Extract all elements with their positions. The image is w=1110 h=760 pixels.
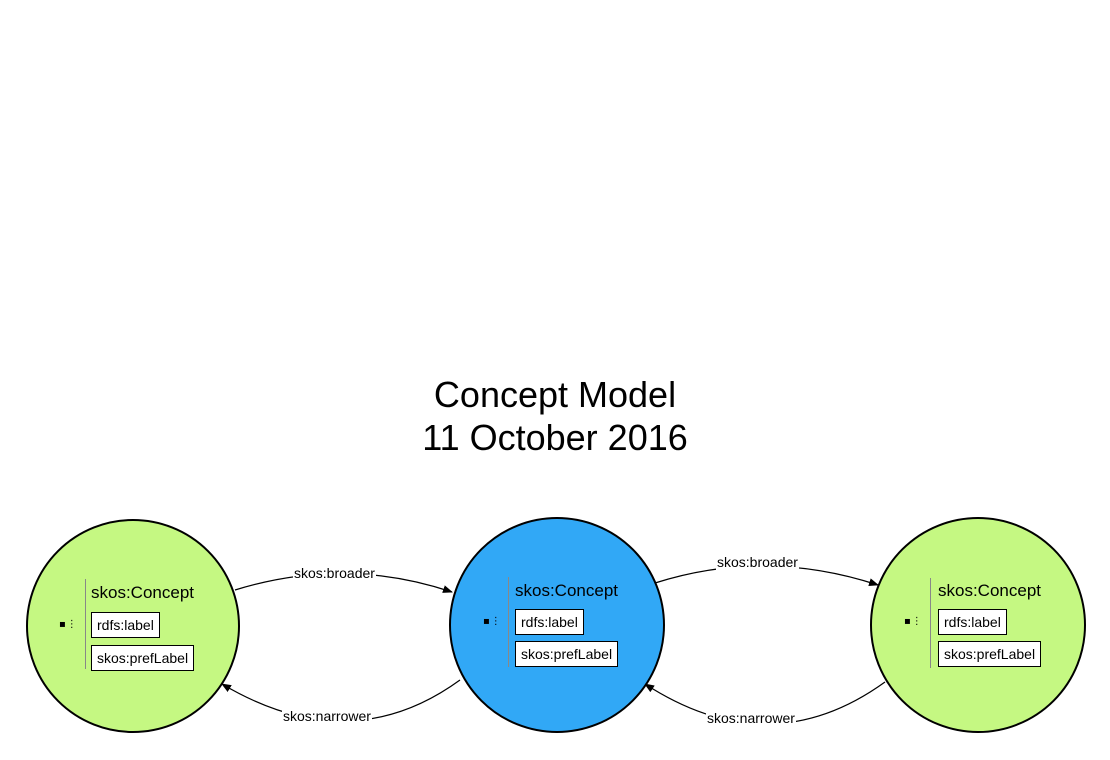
expand-handle-icon[interactable]: ▪⋮ bbox=[59, 619, 78, 630]
property-rdfs-label-left[interactable]: rdfs:label bbox=[91, 612, 160, 638]
property-skos-preflabel-right[interactable]: skos:prefLabel bbox=[938, 641, 1042, 667]
class-label-right: skos:Concept bbox=[938, 581, 1041, 600]
divider bbox=[930, 578, 931, 668]
edge-label-broader-2: skos:broader bbox=[716, 554, 799, 570]
property-rdfs-label-right[interactable]: rdfs:label bbox=[938, 609, 1007, 635]
diagram-title: Concept Model bbox=[433, 374, 677, 415]
edge-label-narrower-1: skos:narrower bbox=[282, 708, 372, 724]
edge-label-narrower-2: skos:narrower bbox=[706, 710, 796, 726]
divider bbox=[85, 579, 86, 669]
class-label-left: skos:Concept bbox=[91, 583, 194, 602]
edge-label-broader-1: skos:broader bbox=[293, 565, 376, 581]
expand-handle-icon[interactable]: ▪⋮ bbox=[904, 616, 923, 627]
class-label-center: skos:Concept bbox=[515, 581, 618, 600]
divider bbox=[508, 577, 509, 667]
diagram-date: 11 October 2016 bbox=[422, 417, 688, 458]
property-skos-preflabel-left[interactable]: skos:prefLabel bbox=[91, 645, 195, 671]
property-rdfs-label-center[interactable]: rdfs:label bbox=[515, 609, 584, 635]
expand-handle-icon[interactable]: ▪⋮ bbox=[483, 616, 502, 627]
property-skos-preflabel-center[interactable]: skos:prefLabel bbox=[515, 641, 619, 667]
